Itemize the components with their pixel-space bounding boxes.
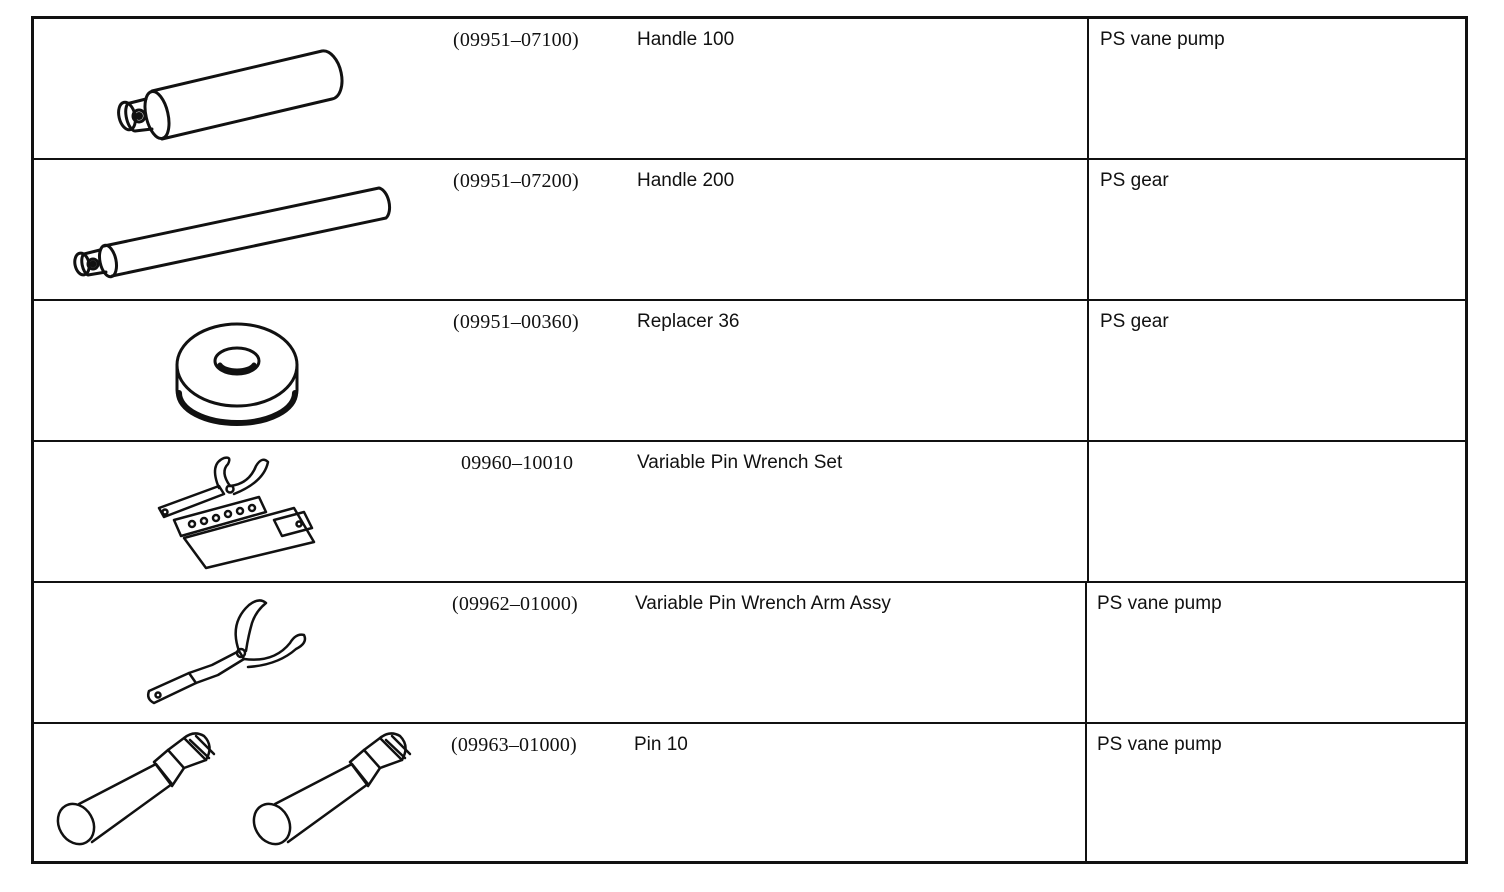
tool-name: Handle 200: [637, 170, 735, 191]
tool-usage: PS vane pump: [1097, 734, 1222, 755]
pin-wrench-set-icon: [157, 456, 316, 570]
part-number: (09951–00360): [453, 311, 579, 333]
part-number: 09960–10010: [461, 452, 574, 474]
ring-replacer-icon: [175, 322, 299, 426]
pin-wrench-arm-icon: [146, 599, 307, 705]
part-number: (09951–07200): [453, 170, 579, 192]
tool-name: Replacer 36: [637, 311, 740, 332]
table-row: 09960–10010 Variable Pin Wrench Set: [34, 442, 1465, 583]
tool-name: Handle 100: [637, 29, 735, 50]
part-number: (09962–01000): [452, 593, 578, 615]
tool-usage: PS vane pump: [1100, 29, 1225, 50]
tool-usage: PS gear: [1100, 311, 1169, 332]
part-number: (09951–07100): [453, 29, 579, 51]
column-divider: [1087, 19, 1089, 158]
part-number: (09963–01000): [451, 734, 577, 756]
table-row: (09963–01000) Pin 10 PS vane pump: [34, 724, 1465, 861]
column-divider: [1085, 583, 1087, 722]
table-row: (09951–07100) Handle 100 PS vane pump: [34, 19, 1465, 160]
table-row: (09962–01000) Variable Pin Wrench Arm As…: [34, 583, 1465, 724]
tool-name: Pin 10: [634, 734, 688, 755]
tool-usage: PS vane pump: [1097, 593, 1222, 614]
tool-usage: PS gear: [1100, 170, 1169, 191]
column-divider: [1087, 442, 1089, 581]
long-handle-icon: [73, 186, 392, 279]
tool-name: Variable Pin Wrench Arm Assy: [635, 593, 891, 614]
pin-pair-icon: [56, 732, 412, 846]
column-divider: [1087, 301, 1089, 440]
table-row: (09951–07200) Handle 200 PS gear: [34, 160, 1465, 301]
special-service-tools-table: (09951–07100) Handle 100 PS vane pump (0…: [31, 16, 1468, 864]
tool-name: Variable Pin Wrench Set: [637, 452, 843, 473]
table-row: (09951–00360) Replacer 36 PS gear: [34, 301, 1465, 442]
short-handle-icon: [117, 49, 344, 141]
column-divider: [1087, 160, 1089, 299]
column-divider: [1085, 724, 1087, 861]
